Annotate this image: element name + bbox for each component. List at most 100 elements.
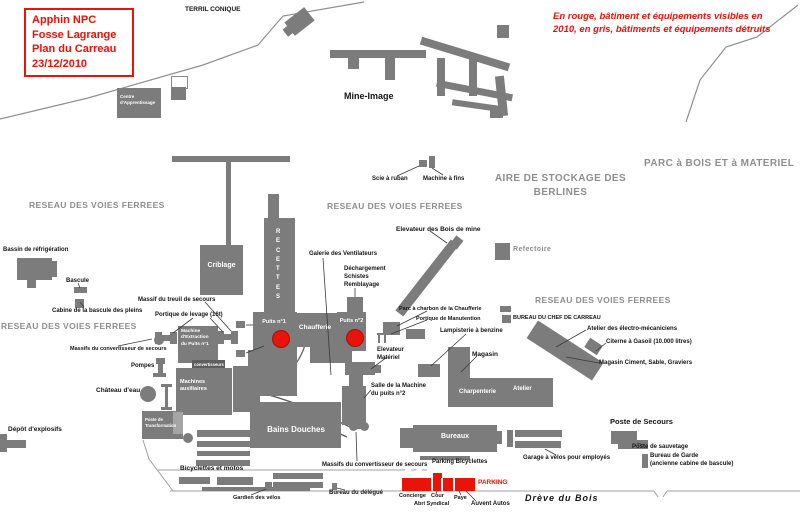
conveyor-gantry: [172, 156, 290, 162]
structure: [165, 387, 168, 408]
structure: [497, 25, 509, 38]
magasin: [448, 347, 470, 380]
label-parking: PARKING: [478, 479, 508, 486]
structure: [161, 384, 172, 387]
label-parking-bicyclettes: Parking Bicyclettes: [432, 459, 488, 465]
label-reseau-des-voies-ferrees: RESEAU DES VOIES FERREES: [535, 295, 671, 305]
structure: [500, 306, 511, 312]
structure: [170, 332, 177, 344]
label-pompes: Pompes: [131, 363, 155, 369]
label-atelier: Atelier: [513, 386, 532, 392]
label-poste-de-sauvetage: Poste de sauvetage: [632, 444, 689, 450]
structure: [437, 58, 445, 96]
mine-image-gallery: [330, 50, 426, 58]
chateau-eau: [140, 386, 156, 402]
garage-velos: [515, 441, 561, 448]
structure: [179, 477, 210, 484]
label-charpenterie: Charpenterie: [459, 389, 497, 395]
salle-machine-puits-2: [342, 386, 366, 425]
structure: [183, 433, 193, 443]
structure: [349, 375, 363, 386]
garage-velos: [515, 430, 562, 437]
label-mine-image: Mine-Image: [344, 91, 394, 101]
cour: [433, 478, 441, 491]
label-connector-line: [431, 167, 444, 176]
parking-bicyclettes: [420, 456, 470, 460]
structure: [273, 482, 323, 488]
rack-velos: [197, 430, 250, 437]
structure: [385, 58, 395, 80]
structure: [406, 329, 425, 339]
structure: [352, 424, 366, 429]
label-parc-a-bois-et-a-materiel: PARC à BOIS ET à MATERIEL: [644, 158, 795, 169]
label-bureau-du-chef-de-carreau: BUREAU DU CHEF DE CARREAU: [513, 315, 601, 321]
label-gardien-des-velos: Gardien des vélos: [233, 495, 281, 501]
title-box: Apphin NPC Fosse Lagrange Plan du Carrea…: [24, 8, 134, 77]
label-massif-du-treuil-de-secours: Massif du treuil de secours: [138, 297, 216, 303]
label-bascule: Bascule: [66, 278, 90, 284]
label-terril-conique: TERRIL CONIQUE: [185, 6, 241, 13]
label-reseau-des-voies-ferrees: RESEAU DES VOIES FERREES: [1, 321, 137, 331]
lampisterie: [418, 364, 440, 377]
label-bureau-du-delegue: Bureau du délégué: [329, 490, 384, 496]
label-connector-line: [396, 165, 420, 177]
label-abri-syndical: Abri Syndical: [414, 501, 450, 507]
machines-auxiliaires: [176, 368, 232, 415]
recettes-chimney: [268, 194, 279, 220]
label-elevateur-materiel: Elevateur Matériel: [377, 347, 405, 361]
label-chateau-d-eau: Château d'eau: [96, 387, 141, 394]
label-dreve-du-bois: Drève du Bois: [525, 493, 599, 503]
elevateur-bois: [395, 239, 459, 317]
label-paye: Paye: [454, 495, 467, 501]
label-portique-de-manutention: Portique de Manutention: [416, 316, 481, 322]
label-magasin: Magasin: [472, 351, 499, 358]
label-poste-de-secours: Poste de Secours: [610, 417, 673, 426]
label-aire-de-stockage-des-berline: AIRE DE STOCKAGE DES BERLINES: [494, 173, 627, 198]
label-garage-a-velos-pour-employes: Garage à vélos pour employés: [523, 455, 611, 461]
structure: [348, 58, 359, 69]
title-line: Fosse Lagrange: [32, 28, 117, 41]
road-line: [662, 490, 668, 498]
red-bar: [433, 473, 442, 478]
scie-a-ruban: [419, 160, 427, 167]
elevateur-materiel: [345, 362, 375, 375]
label-bains-douches: Bains Douches: [267, 425, 325, 434]
label-r-e-c-e-t-t-e-s: R E C E T T E S: [276, 229, 281, 301]
label-depot-d-explosifs: Dépôt d'explosifs: [8, 426, 62, 433]
label-magasin-ciment-sable-gravier: Magasin Ciment, Sable, Graviers: [599, 360, 693, 366]
recettes: [264, 218, 295, 314]
structure: [217, 477, 253, 485]
structure: [378, 335, 380, 343]
label-criblage: Criblage: [207, 262, 236, 269]
structure: [153, 373, 166, 377]
label-galerie-des-ventilateurs: Galerie des Ventilateurs: [309, 251, 378, 257]
structure: [226, 162, 231, 245]
road-line: [653, 490, 659, 498]
bureau-chef-carreau: [502, 315, 511, 323]
label-elevateur-des-bois-de-mine: Elevateur des Bois de mine: [396, 226, 481, 233]
structure: [384, 335, 386, 343]
label-reseau-des-voies-ferrees: RESEAU DES VOIES FERREES: [29, 200, 165, 210]
structure: [469, 56, 477, 96]
label-puits-n-2: Puits n°2: [339, 318, 364, 324]
structure: [273, 473, 323, 479]
label-reseau-des-voies-ferrees: RESEAU DES VOIES FERREES: [327, 201, 463, 211]
rack-velos: [197, 451, 250, 456]
label-citerne-a-gasoil-10-000-litr: Citerne à Gasoil (10.000 litres): [606, 339, 692, 345]
label-auvent-autos: Auvent Autos: [471, 501, 510, 507]
label-chaufferie: Chaufferie: [298, 324, 332, 331]
structure: [310, 347, 352, 363]
rack-velos: [196, 460, 250, 466]
bascule: [74, 287, 87, 293]
chaufferie: [290, 313, 341, 347]
dechargement-schistes: [347, 297, 363, 315]
puits-1-shaft: [272, 330, 290, 348]
structure: [158, 364, 163, 374]
label-salle-de-la-machine-du-puits: Salle de la Machine du puits n°2: [371, 383, 427, 397]
structure: [507, 430, 513, 447]
label-cour: Cour: [431, 493, 444, 499]
bureaux: [413, 425, 497, 452]
structure: [400, 428, 413, 448]
label-bicyclettes-et-motos: Bicyclettes et motos: [180, 465, 244, 472]
